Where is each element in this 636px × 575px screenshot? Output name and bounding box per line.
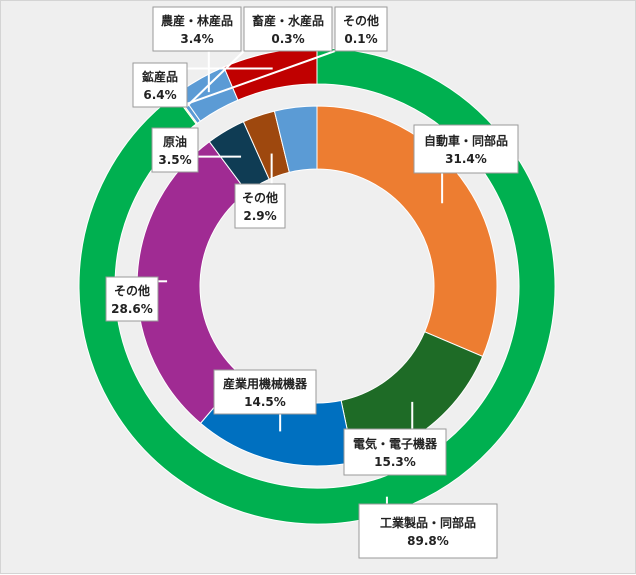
- inner-label-2: 産業用機械機器 14.5%: [213, 369, 317, 415]
- label-name: その他: [114, 283, 150, 298]
- inner-slice-6: [273, 105, 318, 173]
- label-name: 農産・林産品: [161, 13, 233, 28]
- inner-slice-3: [136, 141, 248, 424]
- label-name: 鉱産品: [142, 69, 178, 84]
- label-name: 電気・電子機器: [353, 436, 438, 451]
- label-box: [151, 127, 199, 173]
- label-percent: 14.5%: [244, 395, 286, 409]
- label-box: [213, 369, 317, 415]
- label-percent: 15.3%: [374, 455, 416, 469]
- label-percent: 89.8%: [407, 534, 449, 548]
- inner-label-3: その他 28.6%: [105, 276, 159, 322]
- label-box: [234, 183, 286, 229]
- label-box: [132, 62, 188, 108]
- label-percent: 28.6%: [111, 302, 153, 316]
- inner-label-4: 原油 3.5%: [151, 127, 199, 173]
- label-percent: 3.4%: [180, 32, 213, 46]
- label-percent: 3.5%: [158, 153, 191, 167]
- data-labels: 工業製品・同部品 89.8% その他 0.1% 畜産・水産品 0.3% 農産・林産品 3.4%…: [105, 6, 519, 559]
- label-name: 自動車・同部品: [424, 133, 508, 148]
- label-box: [105, 276, 159, 322]
- label-percent: 2.9%: [243, 209, 276, 223]
- outer-label-4: 鉱産品 6.4%: [132, 62, 188, 108]
- label-percent: 6.4%: [143, 88, 176, 102]
- outer-leader-2: [186, 50, 245, 107]
- label-box: [343, 428, 447, 476]
- leader-lines: [158, 50, 444, 504]
- label-box: [243, 6, 333, 52]
- label-name: 工業製品・同部品: [380, 515, 476, 530]
- label-name: 産業用機械機器: [223, 376, 308, 391]
- outer-slice-0: [78, 47, 556, 525]
- label-percent: 0.3%: [271, 32, 304, 46]
- outer-label-2: 畜産・水産品 0.3%: [243, 6, 333, 52]
- label-percent: 0.1%: [344, 32, 377, 46]
- label-box: [334, 6, 388, 52]
- label-name: 原油: [163, 134, 187, 149]
- label-name: その他: [343, 13, 379, 28]
- label-name: その他: [242, 190, 278, 205]
- label-name: 畜産・水産品: [252, 13, 324, 28]
- outer-label-0: 工業製品・同部品 89.8%: [358, 503, 498, 559]
- outer-label-1: その他 0.1%: [334, 6, 388, 52]
- label-percent: 31.4%: [445, 152, 487, 166]
- inner-label-0: 自動車・同部品 31.4%: [413, 124, 519, 174]
- label-box: [413, 124, 519, 174]
- label-box: [152, 6, 242, 52]
- inner-label-5: その他 2.9%: [234, 183, 286, 229]
- outer-label-3: 農産・林産品 3.4%: [152, 6, 242, 52]
- label-box: [358, 503, 498, 559]
- inner-label-1: 電気・電子機器 15.3%: [343, 428, 447, 476]
- outer-leader-1: [182, 50, 336, 107]
